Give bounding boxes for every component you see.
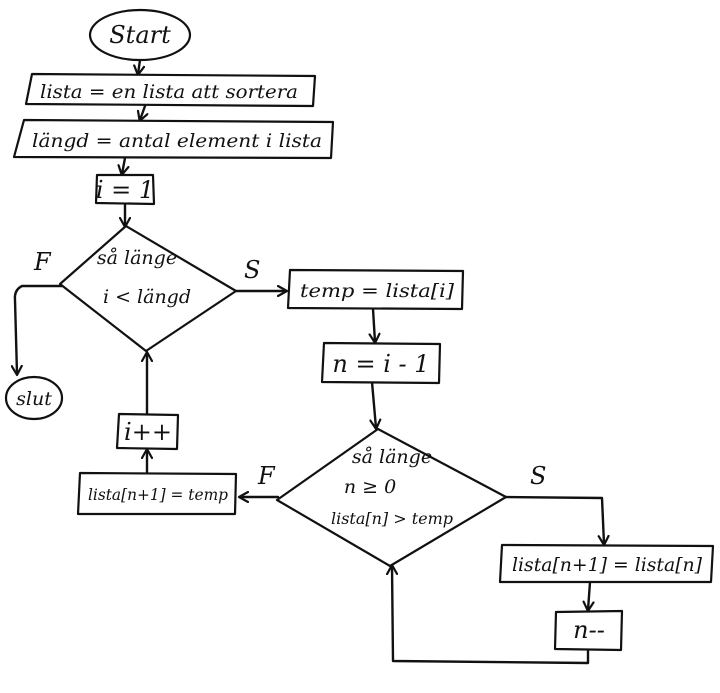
i-increment-label: i++ [124,418,172,446]
loop1-line1: så länge [97,247,177,269]
n-decrement-box: n-- [553,609,624,652]
start-node: Start [88,8,192,62]
i-init-box: i = 1 [94,173,156,206]
i-increment-box: i++ [115,412,180,451]
edge-shift-to-decrement [588,580,590,610]
edge-loop2-true-to-shift [503,495,604,544]
n-assign-label: n = i - 1 [332,350,429,378]
loop2-decision: så länge n ≥ 0 lista[n] > temp [275,427,508,568]
n-decrement-label: n-- [573,616,605,644]
edge-n-to-loop2 [372,380,376,428]
loop2-line3: lista[n] > temp [331,509,453,528]
start-label: Start [109,21,171,49]
shift-assign-label: lista[n+1] = lista[n] [512,554,703,576]
loop1-line2: i < längd [103,286,191,308]
shift-assign-box: lista[n+1] = lista[n] [498,543,715,584]
insert-assign-label: lista[n+1] = temp [88,485,228,504]
lista-init-box: lista = en lista att sortera [24,72,317,108]
loop1-false-label: F [33,248,52,276]
loop2-true-label: S [530,462,546,490]
edge-loop1-false-to-slut [15,284,64,374]
connectors [15,58,604,665]
loop2-false-label: F [257,462,276,490]
loop2-line2: n ≥ 0 [344,476,396,498]
loop1-decision: så länge i < längd [58,224,238,353]
loop1-true-label: S [244,256,260,284]
edge-decrement-back-to-loop2 [392,566,590,665]
end-node: slut [4,375,64,421]
loop2-line1: så länge [352,446,432,468]
edge-lista-to-langd [140,104,145,120]
end-label: slut [16,388,52,410]
langd-init-box: längd = antal element i lista [12,118,335,160]
temp-assign-label: temp = lista[i] [300,280,455,302]
edge-langd-to-i [122,156,125,174]
temp-assign-box: temp = lista[i] [286,268,465,311]
edge-temp-to-n [373,307,375,342]
i-init-label: i = 1 [96,176,154,204]
insert-assign-box: lista[n+1] = temp [76,471,238,516]
lista-init-label: lista = en lista att sortera [40,81,298,103]
n-assign-box: n = i - 1 [320,341,442,385]
edge-start-to-lista [138,58,140,74]
langd-init-label: längd = antal element i lista [32,130,322,152]
